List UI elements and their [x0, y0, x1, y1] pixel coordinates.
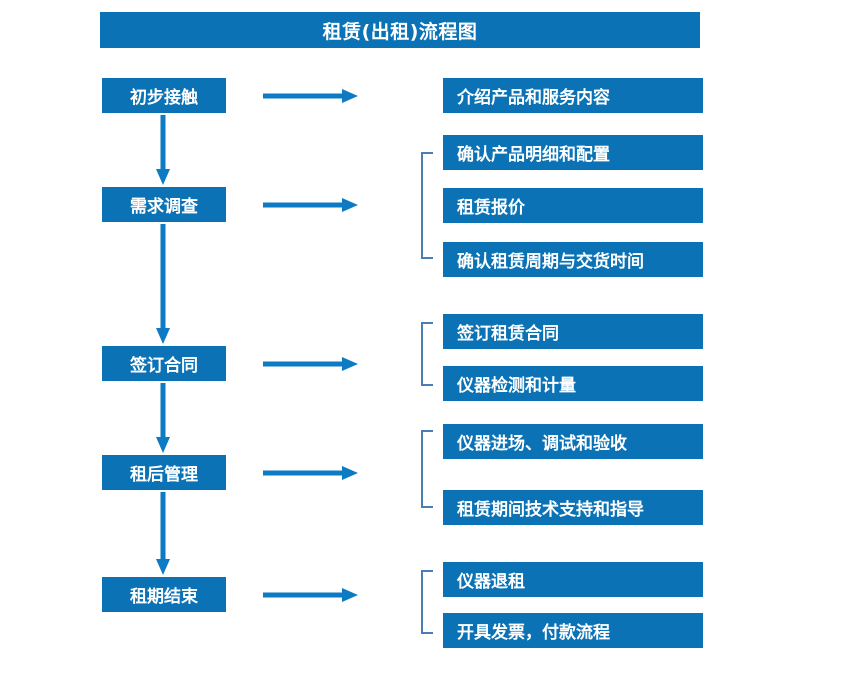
- detail-box-g4-2[interactable]: 租赁期间技术支持和指导: [443, 490, 703, 525]
- detail-box-g4-1[interactable]: 仪器进场、调试和验收: [443, 424, 703, 459]
- arrow-down-icon: [156, 492, 170, 575]
- detail-box-g5-1[interactable]: 仪器退租: [443, 562, 703, 597]
- arrow-right-icon: [263, 197, 358, 212]
- arrow-down-icon: [156, 383, 170, 453]
- stage-box-3[interactable]: 签订合同: [102, 346, 226, 381]
- arrow-right-icon: [263, 356, 358, 371]
- stage-box-5[interactable]: 租期结束: [102, 577, 226, 612]
- detail-box-g2-2[interactable]: 租赁报价: [443, 188, 703, 223]
- left-brace-icon: [421, 430, 433, 508]
- detail-box-g3-2[interactable]: 仪器检测和计量: [443, 366, 703, 401]
- stage-box-1[interactable]: 初步接触: [102, 78, 226, 113]
- arrow-down-icon: [156, 224, 170, 344]
- page-title: 租赁(出租)流程图: [100, 12, 700, 48]
- detail-box-g1-1[interactable]: 介绍产品和服务内容: [443, 78, 703, 113]
- arrow-right-icon: [263, 465, 358, 480]
- arrow-right-icon: [263, 587, 358, 602]
- detail-box-g2-3[interactable]: 确认租赁周期与交货时间: [443, 242, 703, 277]
- detail-box-g5-2[interactable]: 开具发票，付款流程: [443, 613, 703, 648]
- arrow-down-icon: [156, 115, 170, 185]
- stage-box-4[interactable]: 租后管理: [102, 455, 226, 490]
- left-brace-icon: [421, 152, 433, 259]
- detail-box-g3-1[interactable]: 签订租赁合同: [443, 314, 703, 349]
- left-brace-icon: [421, 322, 433, 386]
- arrow-right-icon: [263, 88, 358, 103]
- detail-box-g2-1[interactable]: 确认产品明细和配置: [443, 135, 703, 170]
- stage-box-2[interactable]: 需求调查: [102, 187, 226, 222]
- left-brace-icon: [421, 570, 433, 634]
